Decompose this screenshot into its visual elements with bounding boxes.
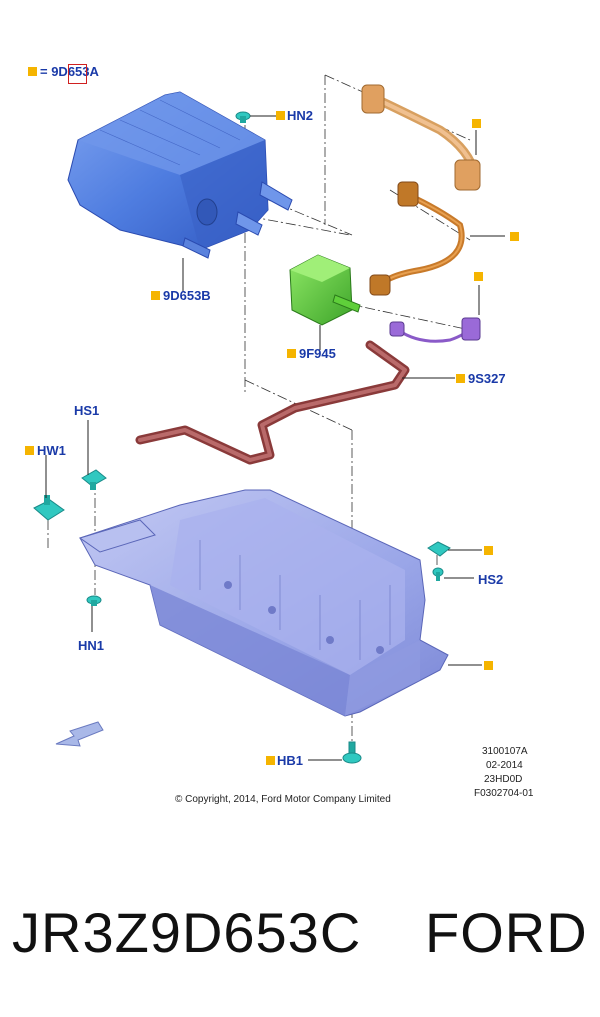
marker-middle-hose xyxy=(510,232,519,241)
callout-hs1: HS1 xyxy=(74,403,100,418)
clip-hn2 xyxy=(235,111,251,123)
callout-hn2: HN2 xyxy=(287,108,314,123)
leader-lines xyxy=(45,115,505,761)
clip-hn1 xyxy=(86,595,102,606)
callout-hs2: HS2 xyxy=(478,572,504,587)
vent-hose-middle xyxy=(369,181,465,296)
callout-hb1: HB1 xyxy=(277,753,304,768)
callout-9d653b: 9D653B xyxy=(163,288,211,303)
marker-hn2 xyxy=(276,111,285,120)
copyright-text: © Copyright, 2014, Ford Motor Company Li… xyxy=(175,794,391,805)
meta-line-2: 02-2014 xyxy=(486,760,523,771)
marker-bracket xyxy=(484,661,493,670)
meta-line-3: 23HD0D xyxy=(484,774,523,785)
brand-caption: FORD xyxy=(425,901,588,964)
legend-marker xyxy=(28,67,37,76)
exploded-parts-diagram xyxy=(33,74,505,764)
meta-line-4: F0302704-01 xyxy=(474,788,534,799)
charcoal-canister xyxy=(67,91,293,259)
marker-hw1 xyxy=(25,446,34,455)
bolt-hb1 xyxy=(342,741,362,764)
purge-valve xyxy=(289,254,361,326)
marker-9d653b xyxy=(151,291,160,300)
fastener-hw1 xyxy=(33,495,65,521)
marker-9s327 xyxy=(456,374,465,383)
fastener-hs2-nut xyxy=(427,541,451,557)
fastener-hs2 xyxy=(432,567,444,581)
legend-highlight-box xyxy=(68,64,87,84)
legend-text: = 9D653A xyxy=(40,64,99,79)
callout-hn1: HN1 xyxy=(78,638,105,653)
callout-hw1: HW1 xyxy=(37,443,66,458)
vent-hose-upper xyxy=(361,84,481,191)
connector-harness xyxy=(389,317,481,343)
meta-line-1: 3100107A xyxy=(482,746,528,757)
callout-9f945: 9F945 xyxy=(299,346,336,361)
vapor-tube xyxy=(135,340,410,465)
marker-hs2-nut xyxy=(484,546,493,555)
marker-upper-hose xyxy=(472,119,481,128)
mounting-bracket xyxy=(78,489,449,717)
arrow-icon xyxy=(55,721,104,747)
marker-hb1 xyxy=(266,756,275,765)
fastener-hs1 xyxy=(81,469,107,490)
part-number-caption: JR3Z9D653C xyxy=(12,901,362,964)
callout-9s327: 9S327 xyxy=(468,371,506,386)
marker-9f945 xyxy=(287,349,296,358)
marker-connector xyxy=(474,272,483,281)
